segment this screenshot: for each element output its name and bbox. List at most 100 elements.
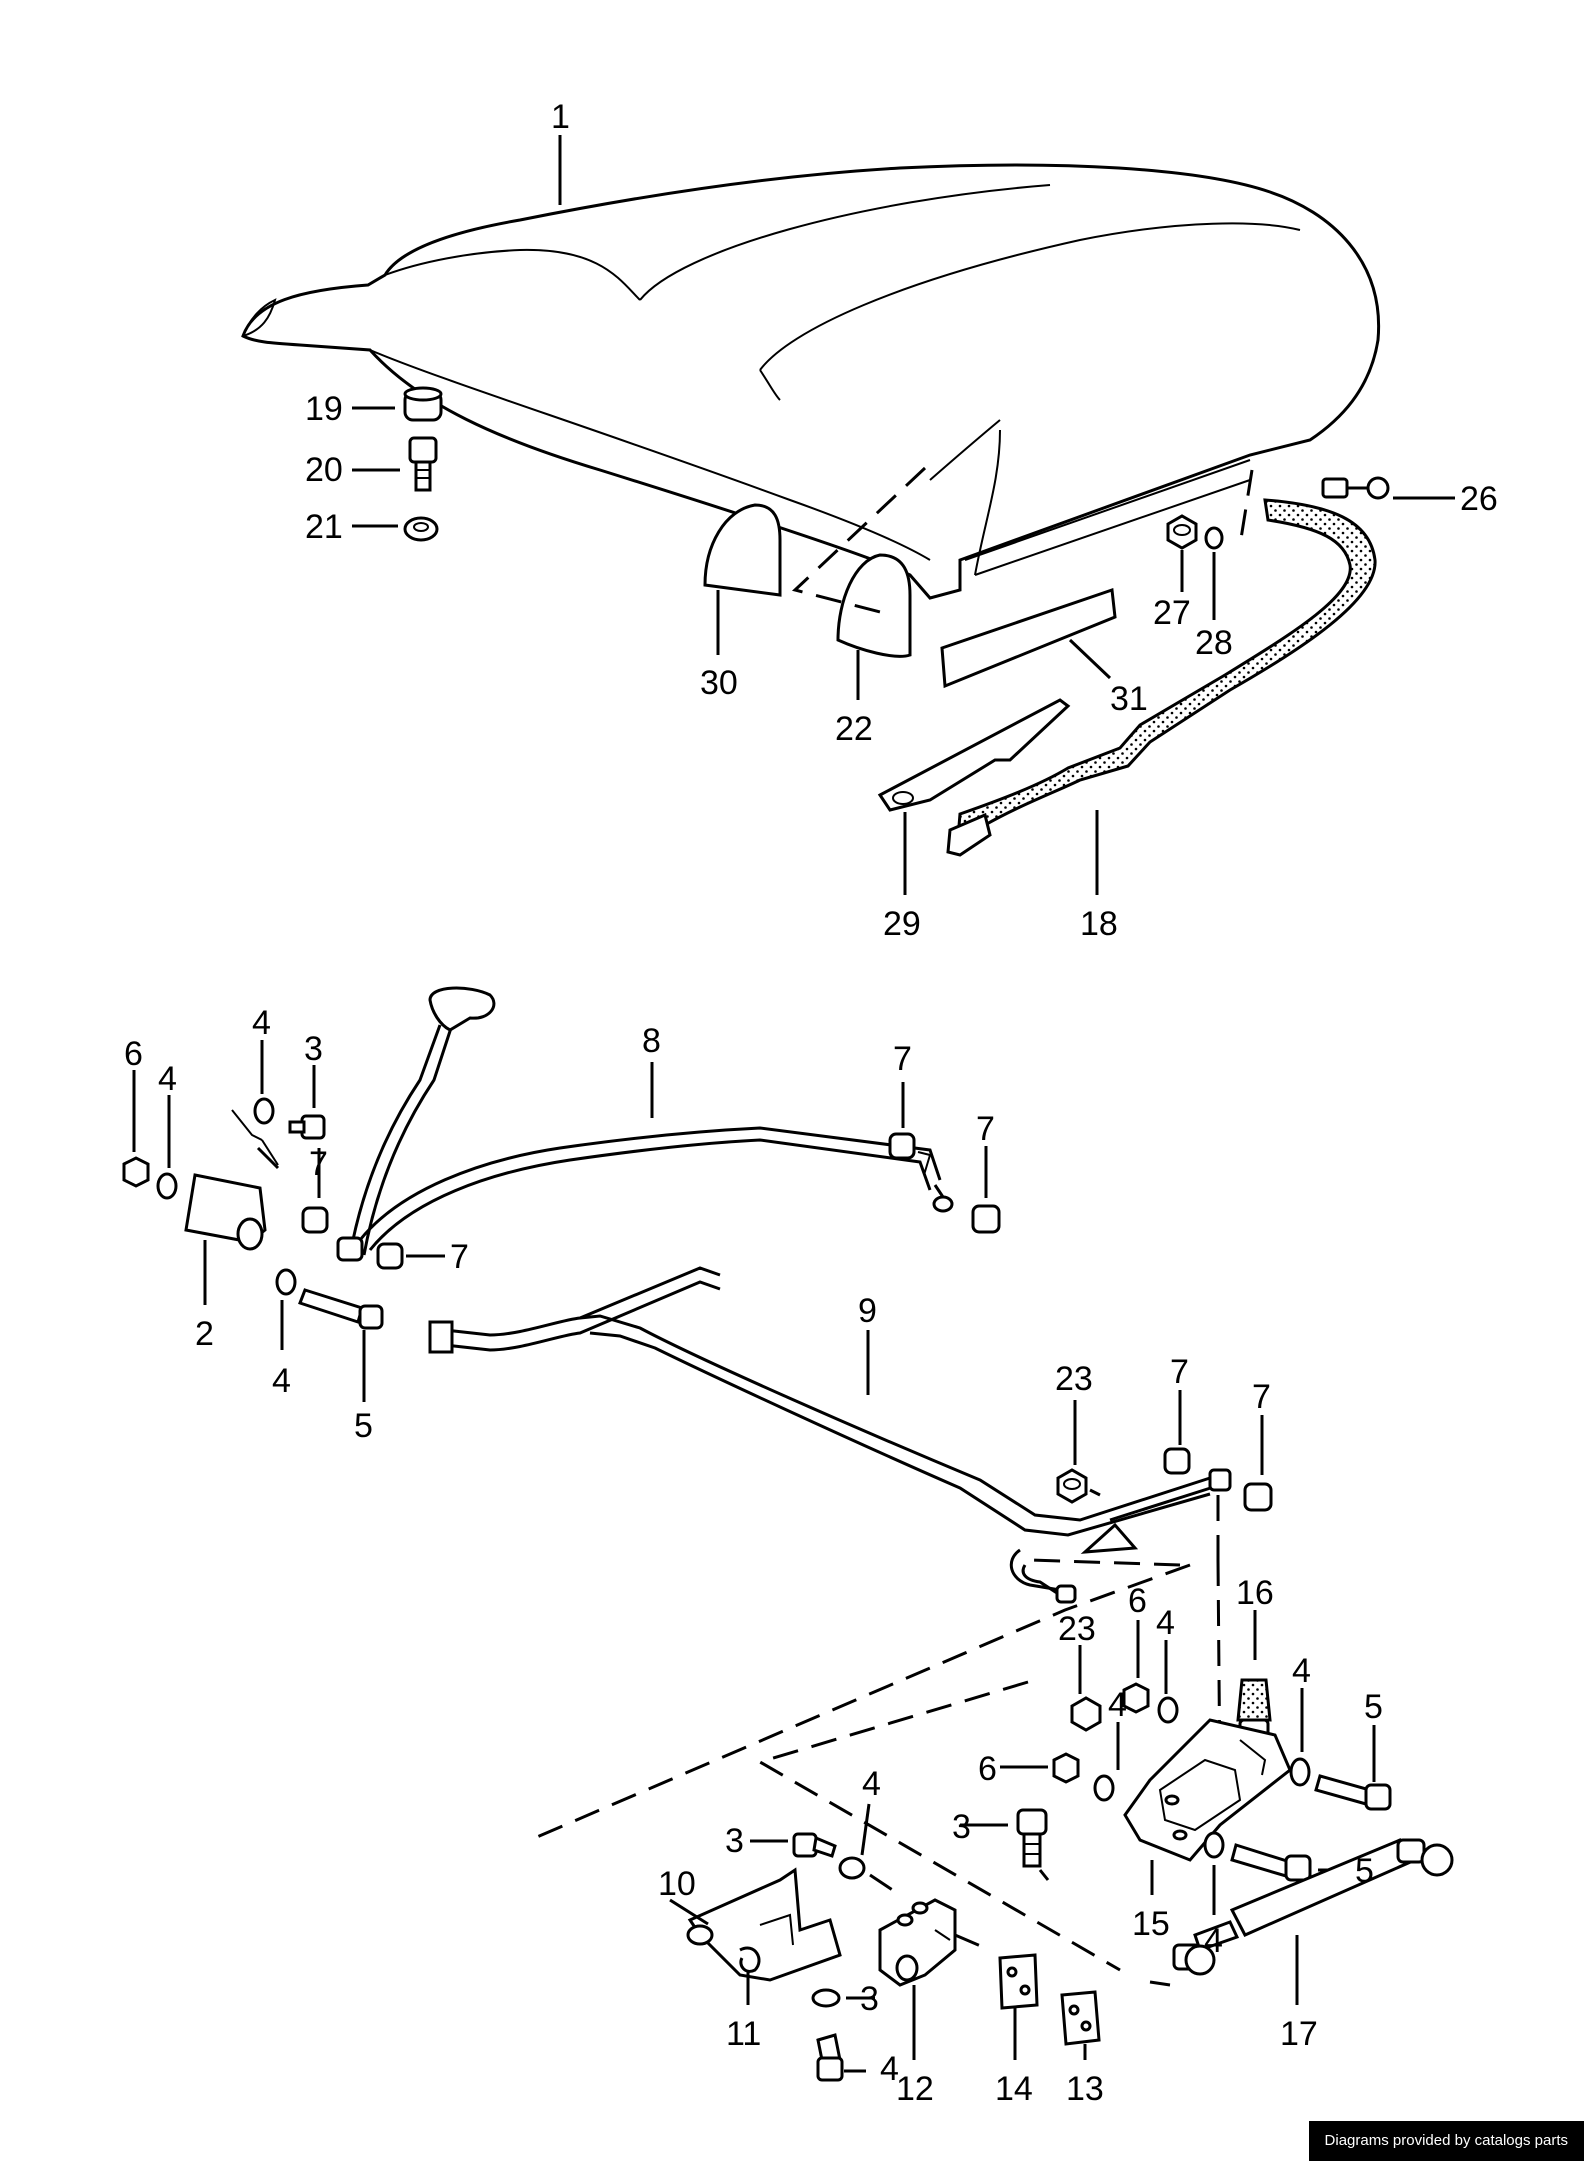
screw-3-right: [1016, 1808, 1048, 1868]
washer-4a: [156, 1172, 178, 1200]
lock-15: [1123, 1718, 1292, 1862]
callout-7-b: 7: [976, 1110, 995, 1148]
callout-22: 22: [835, 710, 873, 748]
callout-16: 16: [1236, 1574, 1274, 1612]
bushing-7d: [971, 1204, 1001, 1234]
washer-4b: [253, 1097, 275, 1125]
callout-6-left: 6: [124, 1035, 143, 1073]
callout-23-top: 23: [1055, 1360, 1093, 1398]
bolt-5-right-bottom: [1230, 1843, 1312, 1882]
bushing-7f: [1243, 1482, 1273, 1512]
seal-18: [956, 498, 1377, 841]
rod-9: [428, 1266, 1232, 1604]
callout-14: 14: [995, 2070, 1033, 2108]
callout-4-bottom-right: 4: [1204, 1922, 1223, 1960]
callout-7-e: 7: [1170, 1353, 1189, 1391]
callout-4-mid-right: 4: [1156, 1604, 1175, 1642]
callout-13: 13: [1066, 2070, 1104, 2108]
tonneau-cover: [241, 163, 1381, 600]
clip-11: [739, 1946, 761, 1973]
callout-12: 12: [896, 2070, 934, 2108]
screw-3-mid: [792, 1832, 837, 1858]
callout-6-lower: 6: [978, 1750, 997, 1788]
nut-21: [403, 516, 439, 542]
callout-19: 19: [305, 390, 343, 428]
callout-4-top: 4: [252, 1004, 271, 1042]
callout-23-bottom: 23: [1058, 1610, 1096, 1648]
credit-banner: Diagrams provided by catalogs parts: [1308, 2121, 1584, 2161]
callout-20: 20: [305, 451, 343, 489]
plate-14: [998, 1953, 1039, 2010]
washer-4h: [838, 1856, 866, 1880]
washer-4c: [275, 1268, 297, 1296]
bolt-5-right-top: [1314, 1774, 1392, 1811]
bolt-5: [298, 1288, 384, 1330]
callout-31: 31: [1110, 680, 1148, 718]
callout-17: 17: [1280, 2015, 1318, 2053]
bracket-29: [877, 698, 1071, 812]
callout-4-mid: 4: [272, 1362, 291, 1400]
callout-1: 1: [551, 98, 570, 136]
gas-strut-17: [1172, 1838, 1454, 1976]
plate-13: [1060, 1990, 1101, 2046]
pad-22: [836, 553, 912, 658]
callout-5-left: 5: [354, 1407, 373, 1445]
washer-4g: [1203, 1831, 1225, 1859]
callout-2: 2: [195, 1315, 214, 1353]
washer-4d: [1157, 1696, 1179, 1724]
callout-4-left: 4: [158, 1060, 177, 1098]
nut-23-bottom: [1070, 1696, 1102, 1732]
callout-8: 8: [642, 1022, 661, 1060]
nut-27: [1166, 514, 1198, 550]
callout-4-right: 4: [1292, 1652, 1311, 1690]
washer-4f: [1289, 1757, 1311, 1787]
callout-3-top: 3: [304, 1030, 323, 1068]
washer-4i: [811, 1988, 841, 2008]
callout-3-bottom: 3: [860, 1980, 879, 2018]
nut-23-top: [1056, 1468, 1088, 1504]
callout-26: 26: [1460, 480, 1498, 518]
bushing-7b: [376, 1242, 404, 1270]
strip-31: [940, 587, 1117, 689]
callout-3-mid: 3: [725, 1822, 744, 1860]
callout-7-d: 7: [450, 1238, 469, 1276]
callout-11: 11: [726, 2015, 761, 2053]
nut-6-lower: [1052, 1752, 1080, 1784]
callout-18: 18: [1080, 905, 1118, 943]
callout-7-a: 7: [893, 1040, 912, 1078]
callout-3-right: 3: [952, 1808, 971, 1846]
bushing-7e: [1163, 1447, 1191, 1475]
pad-30: [703, 503, 782, 597]
callout-21: 21: [305, 508, 343, 546]
callout-27: 27: [1153, 594, 1191, 632]
plate-2: [184, 1173, 267, 1251]
bracket-10: [686, 1867, 842, 1982]
callout-4-lower: 4: [1108, 1686, 1127, 1724]
latch-12: [878, 1898, 957, 1987]
screw-26: [1321, 476, 1390, 500]
callout-6-mid: 6: [1128, 1582, 1147, 1620]
washer-4e: [1093, 1774, 1115, 1802]
screw-3-bottom: [816, 2033, 844, 2082]
nut-6-mid: [1122, 1682, 1150, 1714]
screw-20: [408, 436, 438, 492]
bushing-7a: [301, 1206, 329, 1234]
bushing-7c: [888, 1132, 916, 1160]
cap-19: [403, 386, 443, 422]
callout-29: 29: [883, 905, 921, 943]
callout-7-c: 7: [309, 1145, 328, 1183]
callout-15: 15: [1132, 1905, 1170, 1943]
washer-28: [1204, 526, 1224, 550]
screw-3-top: [288, 1114, 326, 1140]
callout-4-bottom: 4: [862, 1765, 881, 1803]
nut-6-left: [122, 1156, 150, 1188]
callout-30: 30: [700, 664, 738, 702]
callout-4-washer-lower: 4: [880, 2050, 899, 2088]
callout-5-right-bottom: 5: [1355, 1852, 1374, 1890]
callout-7-f: 7: [1252, 1378, 1271, 1416]
callout-10: 10: [658, 1865, 696, 1903]
rod-8: [336, 986, 954, 1262]
callout-28: 28: [1195, 624, 1233, 662]
callout-5-right-top: 5: [1364, 1688, 1383, 1726]
